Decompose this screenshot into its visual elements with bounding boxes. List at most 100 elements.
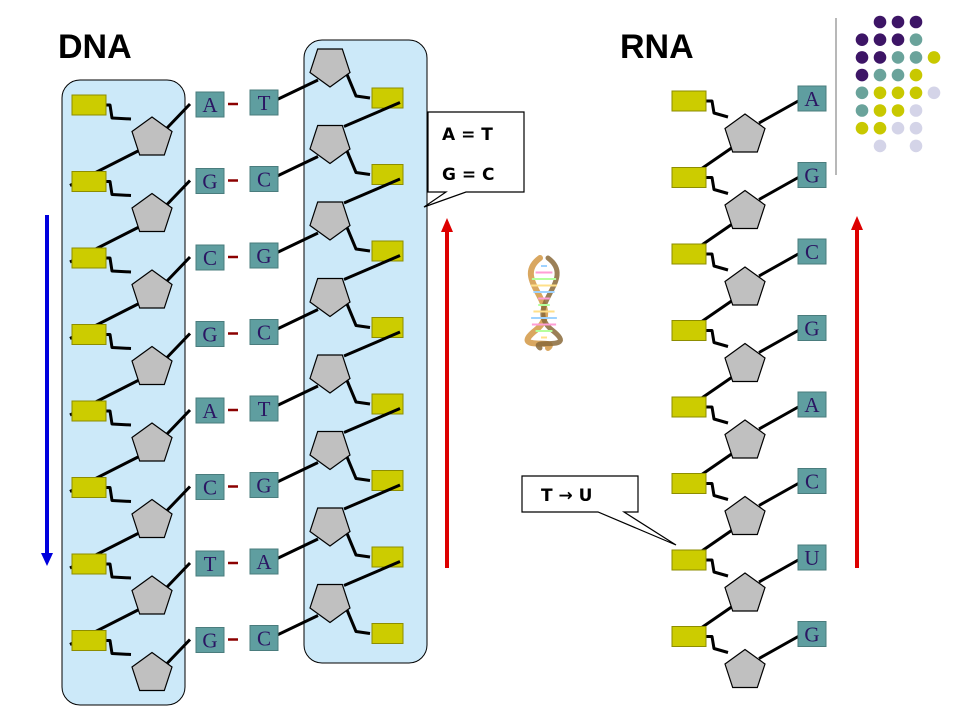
dna-left-phosphate (71, 553, 107, 575)
rna-base-box (797, 315, 827, 341)
dna-left-base: C (203, 476, 217, 500)
dna-left-sugar (131, 345, 173, 386)
dna-right-phosphate (371, 164, 404, 185)
rna-base: A (804, 87, 820, 111)
dna-right-base-box (249, 395, 279, 422)
dna-left-phosphate (71, 171, 107, 192)
dna-right-base: T (258, 91, 271, 115)
rna-title: RNA (620, 28, 694, 66)
dna-right-base-box (249, 89, 279, 116)
dna-right-sugar (309, 277, 351, 318)
dna-right-sugar (309, 48, 351, 88)
rna-base: U (804, 546, 819, 570)
decorative-dot (891, 104, 905, 117)
dna-right-base-box (249, 166, 279, 192)
dna-right-base: C (257, 168, 271, 192)
decorative-dot (873, 86, 887, 100)
dna-right-base: A (256, 550, 272, 574)
dna-right-phosphate (371, 623, 404, 644)
dna-right-backbone-link (343, 101, 401, 128)
dna-left-base: G (202, 629, 217, 653)
dna-left-sugar (131, 116, 173, 156)
dna-right-phosphate (371, 87, 404, 109)
decorative-dot (891, 68, 905, 82)
dna-left-sugar (131, 192, 173, 233)
decorative-dot (909, 139, 923, 153)
dna-left-base-box (195, 474, 225, 500)
rna-sugar-base-link (758, 634, 801, 660)
dna-title: DNA (58, 28, 132, 66)
dna-right-phosphate-link (344, 71, 371, 100)
dna-right-phosphate-link (344, 530, 371, 559)
rna-phosphate (671, 90, 707, 112)
dna-right-base-box (249, 242, 279, 269)
rna-phosphate (671, 549, 707, 571)
decorative-dot (927, 51, 941, 64)
rna-base-box (797, 85, 827, 112)
decorative-dot (855, 51, 869, 64)
base-pairing-callout: A = T G = C (423, 111, 525, 208)
dna-left-base: A (202, 399, 218, 423)
decorative-dot (855, 121, 869, 135)
dna-double-helix-icon (524, 255, 563, 351)
dna-right-direction-arrow (441, 218, 453, 568)
pairing-rule-at: A = T (442, 125, 493, 145)
dna-left-sugar-base-link (165, 255, 192, 283)
dna-right-backbone-panel (303, 39, 428, 664)
dna-right-sugar (309, 354, 351, 394)
dna-left-sugar-base-link (165, 638, 192, 665)
dna-right-phosphate (371, 470, 404, 491)
dna-right-sugar-base-link (271, 614, 319, 639)
dna-right-phosphate-link (344, 606, 371, 635)
decorative-dot (909, 33, 923, 46)
decorative-dot (873, 104, 887, 117)
decorative-dot (891, 86, 905, 100)
decorative-dot (891, 15, 905, 29)
dna-right-sugar (309, 507, 351, 547)
dna-right-phosphate (371, 240, 404, 262)
dna-left-base: G (202, 170, 217, 194)
rna-sugar (724, 648, 766, 689)
decorative-dot (909, 121, 923, 135)
decorative-dot (855, 86, 869, 100)
decorative-dot (909, 86, 923, 100)
rna-phosphate (671, 243, 707, 265)
dna-left-base: G (202, 323, 217, 347)
dna-right-backbone-link (343, 407, 401, 434)
decorative-dot (891, 51, 905, 64)
dna-right-backbone-link (343, 560, 401, 587)
decorative-dot (891, 121, 905, 135)
decorative-dot (909, 104, 923, 117)
dna-left-phosphate (71, 324, 107, 345)
dna-left-sugar-base-link (165, 485, 192, 512)
rna-sugar (724, 419, 766, 459)
dna-left-phosphate (71, 400, 107, 422)
rna-base: C (805, 470, 819, 494)
dna-right-phosphate-link (344, 453, 371, 482)
dna-left-sugar (131, 575, 173, 615)
rna-sugar (724, 342, 766, 383)
rna-base: A (804, 393, 820, 417)
pairing-rule-gc: G = C (442, 165, 495, 185)
dna-right-backbone-link (343, 177, 401, 205)
decorative-dot (873, 15, 887, 29)
decorative-dot (873, 68, 887, 82)
dna-left-sugar-base-link (165, 102, 192, 130)
decorative-dot (891, 33, 905, 46)
dna-left-base-box (195, 91, 225, 118)
dna-right-base-box (249, 625, 279, 651)
dna-right-base: C (257, 627, 271, 651)
dna-right-base: T (258, 397, 271, 421)
dna-right-sugar-base-link (271, 308, 319, 333)
dna-right-base-box (249, 319, 279, 345)
dna-left-phosphate (71, 630, 107, 651)
decorative-dot (909, 51, 923, 64)
decorative-dot (909, 15, 923, 29)
rna-phosphate (671, 167, 707, 188)
decorative-dot (873, 139, 887, 153)
rna-sugar (724, 495, 766, 536)
dna-left-base-box (195, 168, 225, 194)
